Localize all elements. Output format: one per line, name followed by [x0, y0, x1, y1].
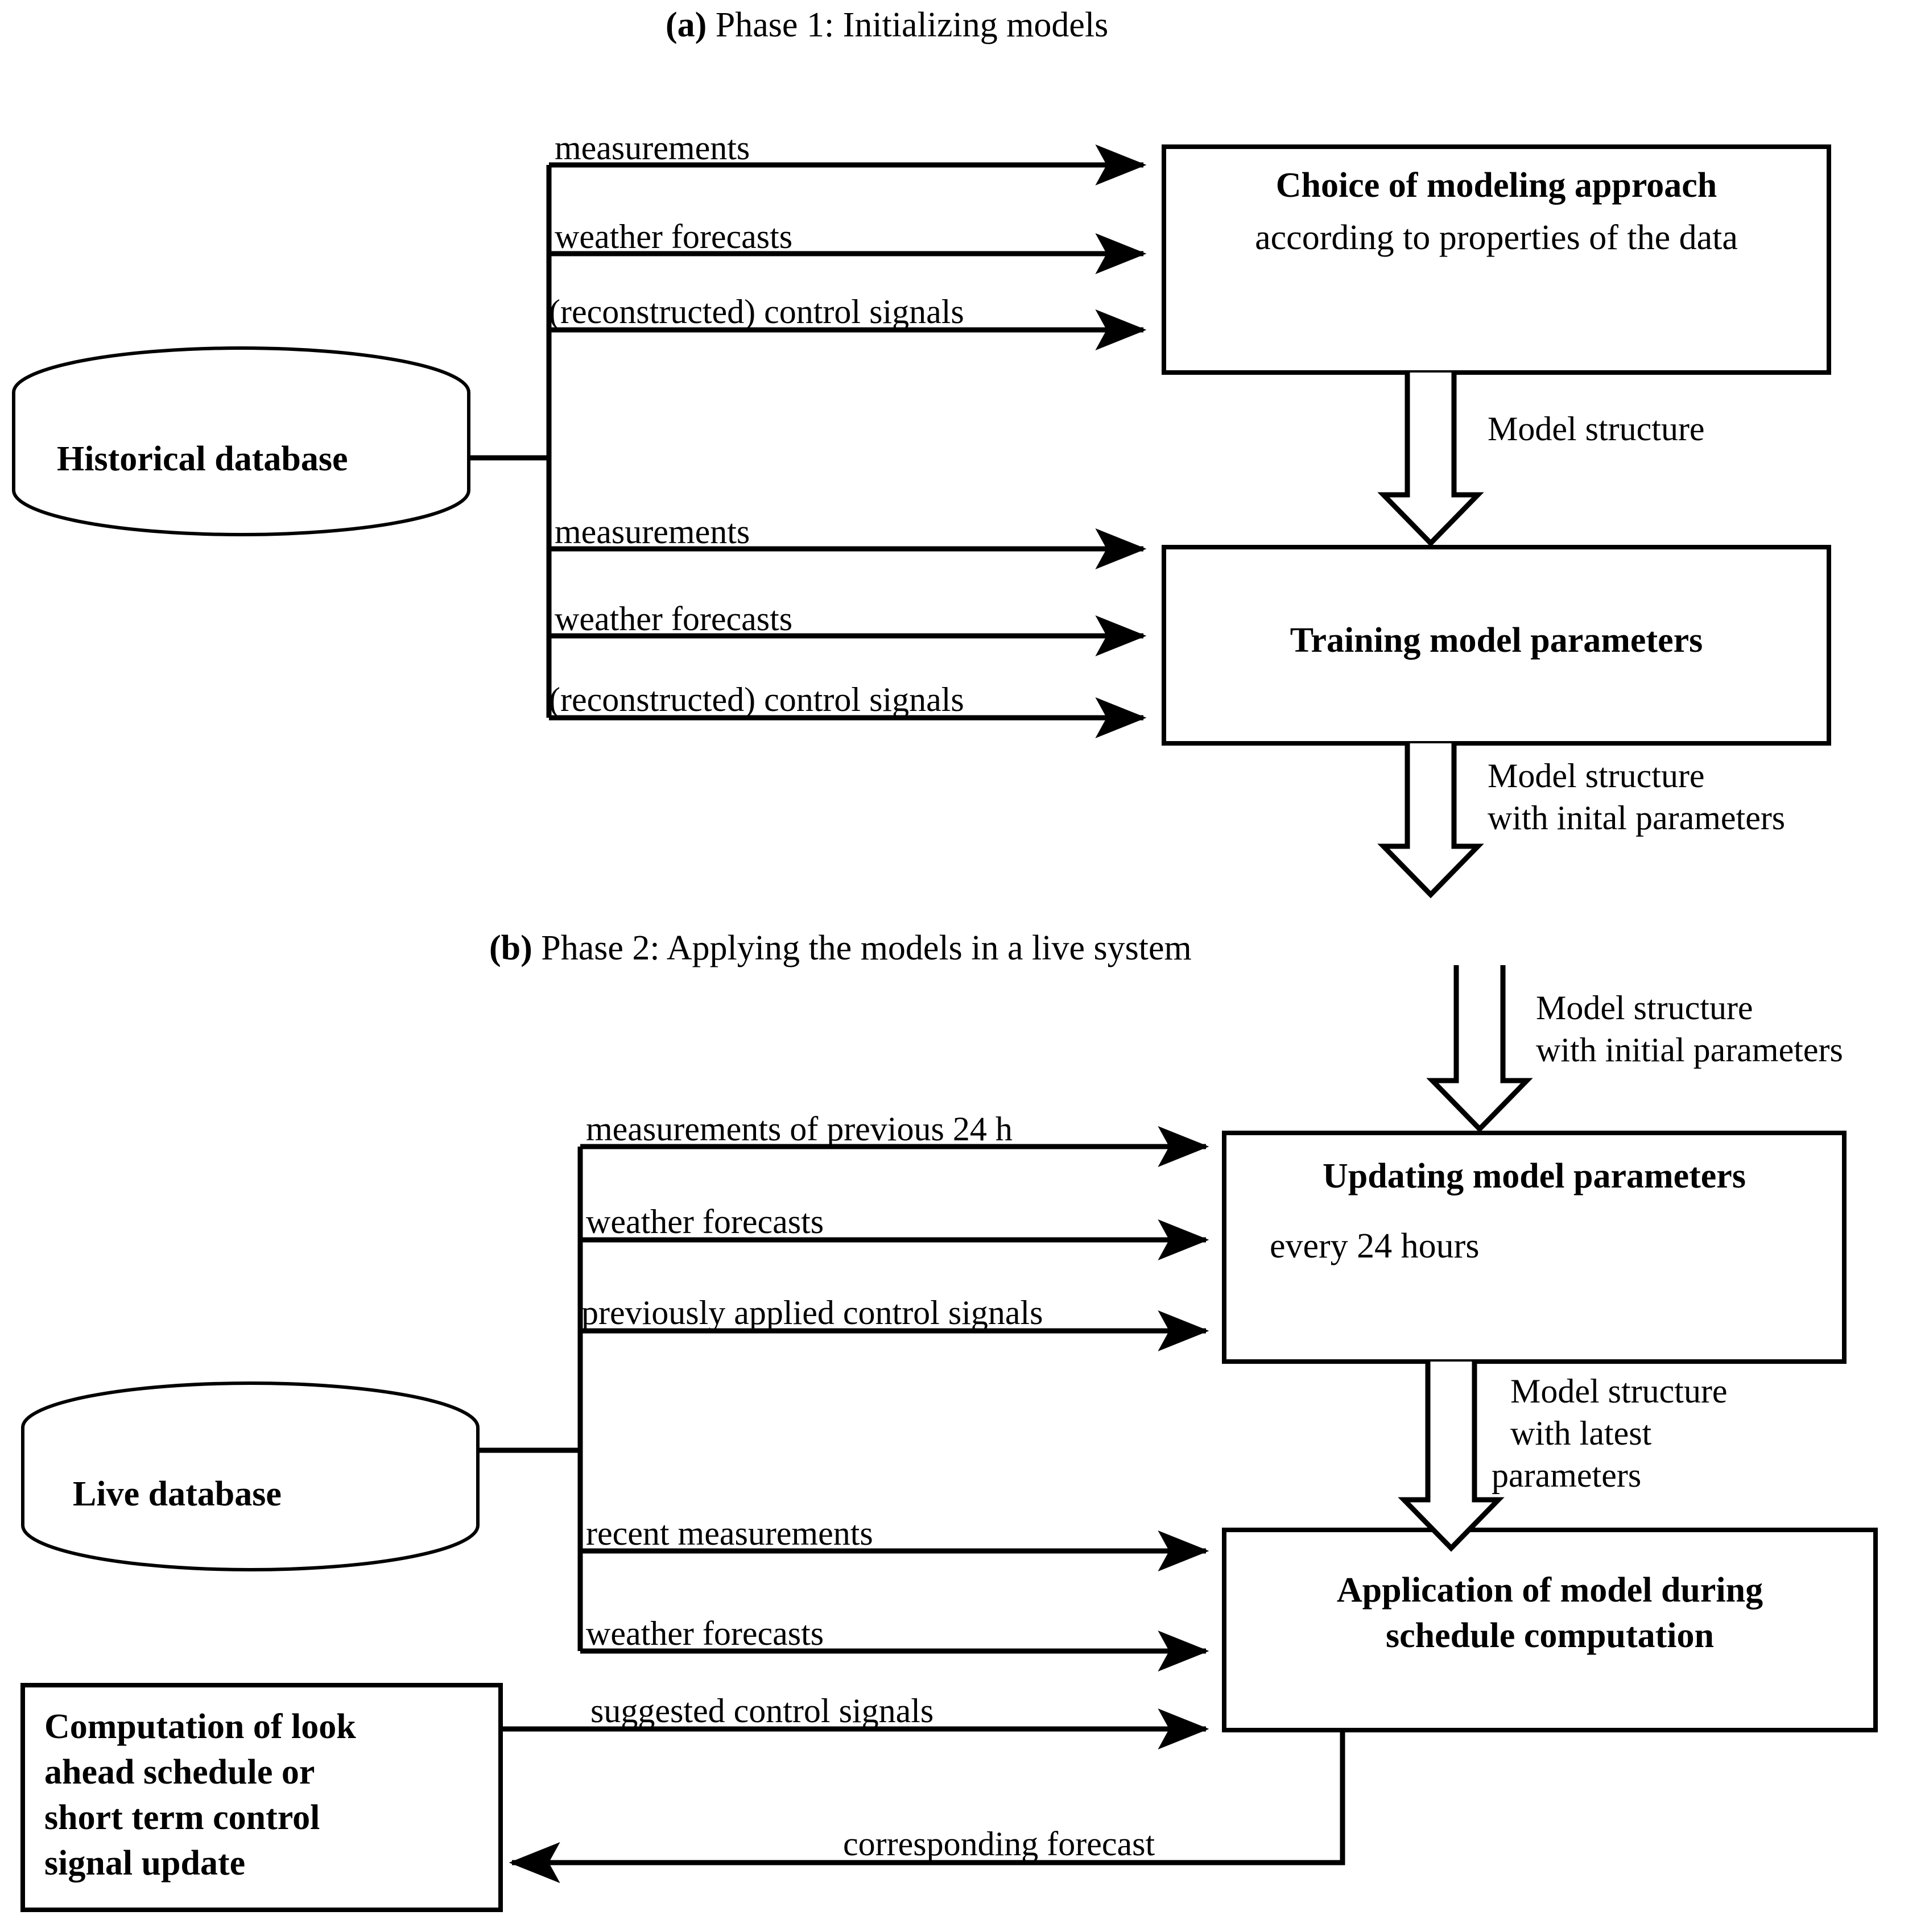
edge-label-suggested-control-signals: suggested control signals	[590, 1692, 934, 1730]
label-model-structure-a: Model structure	[1488, 410, 1705, 448]
live-database-cylinder	[21, 1381, 480, 1571]
arrow-corresponding-forecast	[509, 1730, 1345, 1883]
application-box-title-line2: schedule computation	[1386, 1616, 1714, 1655]
updating-box-subtitle: every 24 hours	[1270, 1227, 1480, 1265]
training-model-parameters-box	[1162, 545, 1831, 746]
training-box-title: Training model parameters	[1290, 621, 1703, 660]
application-box-title-line1: Application of model during	[1336, 1571, 1763, 1610]
edge-label-weather-1: weather forecasts	[555, 218, 793, 255]
label-model-structure-latest-line3: parameters	[1492, 1457, 1642, 1494]
panel-a-caption: (a) Phase 1: Initializing models	[666, 6, 1108, 44]
block-arrow-model-structure-initial-a	[1377, 743, 1484, 899]
edge-label-measurements-24h: measurements of previous 24 h	[586, 1110, 1013, 1148]
edge-label-corresponding-forecast: corresponding forecast	[843, 1825, 1155, 1863]
edge-label-previously-applied: previously applied control signals	[581, 1294, 1043, 1331]
application-of-model-box	[1222, 1528, 1878, 1732]
choice-of-modeling-approach-box	[1162, 144, 1831, 375]
computation-of-schedule-box	[20, 1683, 503, 1912]
panel-b-caption-text: Phase 2: Applying the models in a live s…	[532, 929, 1192, 967]
edge-label-weather-2: weather forecasts	[555, 600, 793, 638]
label-model-structure-latest-line2: with latest	[1510, 1414, 1652, 1452]
computation-box-line1: Computation of look	[44, 1707, 356, 1746]
updating-model-parameters-box	[1222, 1131, 1847, 1364]
computation-box-line4: signal update	[44, 1844, 246, 1883]
label-model-structure-initial-b-line1: Model structure	[1536, 989, 1753, 1027]
edge-label-measurements-1: measurements	[555, 129, 750, 167]
panel-b-caption: (b) Phase 2: Applying the models in a li…	[489, 929, 1192, 967]
panel-b-marker: (b)	[489, 929, 532, 967]
edge-label-control-2: (reconstructed) control signals	[549, 681, 964, 718]
label-model-structure-initial-b-line2: with initial parameters	[1536, 1031, 1843, 1069]
edge-label-control-1: (reconstructed) control signals	[549, 293, 964, 330]
edge-label-weather-application: weather forecasts	[586, 1615, 824, 1652]
label-model-structure-latest-line1: Model structure	[1510, 1372, 1728, 1410]
panel-a-caption-text: Phase 1: Initializing models	[707, 6, 1109, 44]
choice-box-subtitle: according to properties of the data	[1255, 218, 1738, 257]
edge-label-recent-measurements: recent measurements	[586, 1515, 873, 1552]
block-arrow-model-structure-initial-b	[1426, 965, 1533, 1133]
updating-box-title: Updating model parameters	[1323, 1157, 1746, 1195]
edge-label-weather-updating: weather forecasts	[586, 1203, 824, 1240]
panel-a-marker: (a)	[666, 6, 707, 44]
historical-database-label: Historical database	[57, 440, 348, 478]
choice-box-title: Choice of modeling approach	[1275, 166, 1717, 205]
live-database-label: Live database	[73, 1475, 282, 1513]
computation-box-line2: ahead schedule or	[44, 1753, 315, 1792]
label-model-structure-initial-a-line1: Model structure	[1488, 757, 1705, 795]
label-model-structure-initial-a-line2: with inital parameters	[1488, 799, 1786, 837]
block-arrow-model-structure-latest	[1398, 1362, 1505, 1552]
block-arrow-model-structure-a	[1377, 373, 1484, 547]
historical-database-cylinder	[12, 346, 470, 536]
computation-box-line3: short term control	[44, 1798, 320, 1837]
edge-label-measurements-2: measurements	[555, 513, 750, 551]
